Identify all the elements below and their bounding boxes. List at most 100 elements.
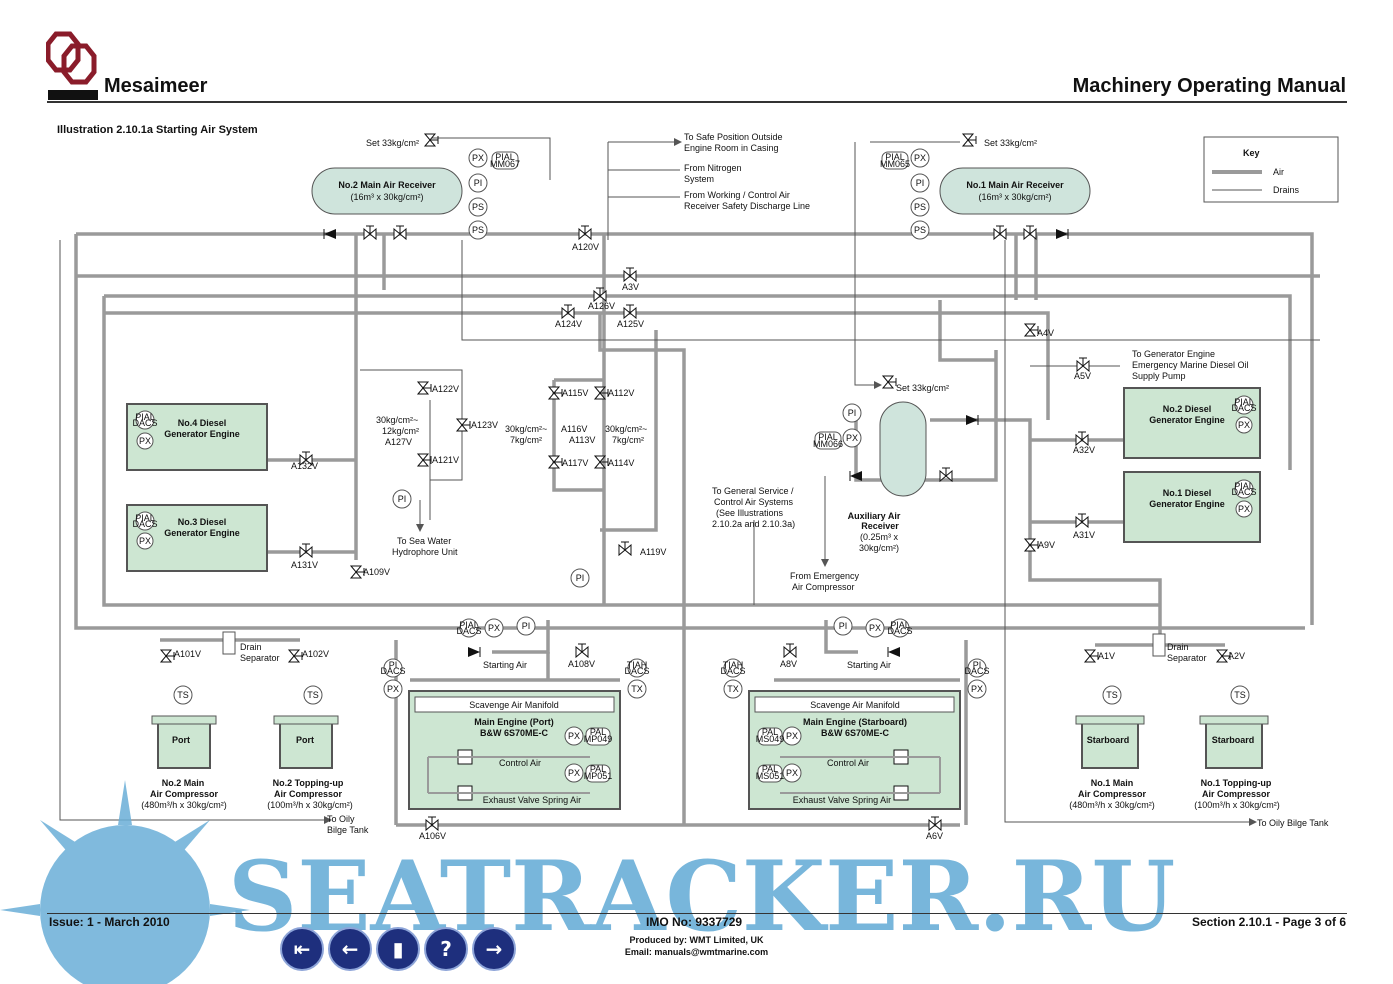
no1-receiver-set: Set 33kg/cm² bbox=[984, 138, 1037, 148]
pial-no1: PIAL bbox=[885, 152, 905, 162]
svg-text:DACS: DACS bbox=[132, 418, 157, 428]
svg-text:PIAL: PIAL bbox=[1234, 481, 1254, 491]
valve-a4v: A4V bbox=[1037, 328, 1054, 338]
ps-no1-b: PS bbox=[914, 225, 926, 235]
pial-no2: PIAL bbox=[495, 152, 515, 162]
svg-text:PAL: PAL bbox=[590, 764, 606, 774]
gen-emergency-2: Emergency Marine Diesel Oil bbox=[1132, 360, 1249, 370]
aux-receiver-set: Set 33kg/cm² bbox=[896, 383, 949, 393]
valve-a131v: A131V bbox=[291, 560, 318, 570]
svg-text:DACS: DACS bbox=[964, 666, 989, 676]
svg-text:PIAL: PIAL bbox=[135, 412, 155, 422]
stbd-scavenge-manifold: Scavenge Air Manifold bbox=[810, 700, 900, 710]
port-scavenge-manifold: Scavenge Air Manifold bbox=[469, 700, 559, 710]
valve-a5v: A5V bbox=[1074, 371, 1091, 381]
main-engine-starboard: Scavenge Air Manifold Main Engine (Starb… bbox=[720, 616, 990, 810]
svg-text:DACS: DACS bbox=[132, 519, 157, 529]
reducer-a116v: A116V bbox=[561, 424, 587, 434]
svg-text:Starboard: Starboard bbox=[1087, 735, 1130, 745]
svg-text:TIAH: TIAH bbox=[627, 660, 648, 670]
valve-a122v: A122V bbox=[432, 384, 459, 394]
svg-text:No.1 Topping-up: No.1 Topping-up bbox=[1201, 778, 1272, 788]
svg-text:PX: PX bbox=[1238, 420, 1250, 430]
no2-receiver-set: Set 33kg/cm² bbox=[366, 138, 419, 148]
px-no1: PX bbox=[914, 153, 926, 163]
back-button[interactable]: ← bbox=[328, 927, 372, 971]
help-button[interactable]: ? bbox=[424, 927, 468, 971]
svg-text:Port: Port bbox=[296, 735, 314, 745]
svg-text:DACS: DACS bbox=[1231, 403, 1256, 413]
svg-text:DACS: DACS bbox=[624, 666, 649, 676]
svg-text:PIAL: PIAL bbox=[135, 513, 155, 523]
company-name: Mesaimeer bbox=[104, 75, 208, 97]
valve-a102v: A102V bbox=[302, 649, 329, 659]
svg-text:PAL: PAL bbox=[762, 727, 778, 737]
svg-text:PI: PI bbox=[839, 621, 848, 631]
svg-text:Starboard: Starboard bbox=[1212, 735, 1255, 745]
no2-receiver-spec: (16m³ x 30kg/cm²) bbox=[350, 192, 423, 202]
oily-bilge-left-1: To Oily bbox=[327, 814, 355, 824]
reducer-midleft-2: 7kg/cm² bbox=[510, 435, 542, 445]
stbd-control-air: Control Air bbox=[827, 758, 869, 768]
svg-text:Air Compressor: Air Compressor bbox=[274, 789, 343, 799]
general-service-3: (See Illustrations bbox=[716, 508, 784, 518]
valve-a126v: A126V bbox=[588, 301, 615, 311]
px-no2: PX bbox=[472, 153, 484, 163]
legend-drains: Drains bbox=[1273, 185, 1300, 195]
pi-mid: PI bbox=[576, 573, 585, 583]
imo-number: IMO No: 9337729 bbox=[646, 915, 743, 929]
svg-text:PI: PI bbox=[389, 660, 398, 670]
valve-a117v: A117V bbox=[562, 458, 588, 468]
svg-text:Air Compressor: Air Compressor bbox=[150, 789, 219, 799]
no1-main-air-receiver: No.1 Main Air Receiver (16m³ x 30kg/cm²)… bbox=[939, 138, 1091, 215]
stbd-exhaust-valve: Exhaust Valve Spring Air bbox=[793, 795, 891, 805]
aux-receiver-name2: Receiver bbox=[861, 521, 899, 531]
svg-text:PAL: PAL bbox=[590, 727, 606, 737]
no3-diesel-generator: No.3 Diesel Generator Engine PIAL DACS P… bbox=[126, 504, 268, 572]
svg-text:DACS: DACS bbox=[887, 626, 912, 636]
svg-text:Generator Engine: Generator Engine bbox=[1149, 499, 1225, 509]
working-air-2: Receiver Safety Discharge Line bbox=[684, 201, 810, 211]
svg-text:PX: PX bbox=[971, 684, 983, 694]
svg-text:No.4 Diesel: No.4 Diesel bbox=[178, 418, 227, 428]
pial-aux: PIAL bbox=[818, 432, 838, 442]
svg-text:TS: TS bbox=[1106, 690, 1118, 700]
stbd-engine-name1: Main Engine (Starboard) bbox=[803, 717, 907, 727]
section-page: Section 2.10.1 - Page 3 of 6 bbox=[1191, 915, 1346, 929]
svg-text:DACS: DACS bbox=[456, 626, 481, 636]
svg-text:PX: PX bbox=[387, 684, 399, 694]
next-button[interactable]: → bbox=[472, 927, 516, 971]
svg-text:Generator Engine: Generator Engine bbox=[164, 528, 240, 538]
valve-a121v: A121V bbox=[432, 455, 459, 465]
mm065: MM065 bbox=[880, 159, 910, 169]
svg-text:TX: TX bbox=[631, 684, 643, 694]
receiver-instrument-labels: PX PI PS PS PIAL MM067 PX PI PS PS PIAL … bbox=[472, 152, 926, 449]
svg-text:DACS: DACS bbox=[1231, 487, 1256, 497]
svg-text:TS: TS bbox=[177, 690, 189, 700]
working-air-1: From Working / Control Air bbox=[684, 190, 790, 200]
valve-a132v: A132V bbox=[291, 461, 318, 471]
legend-title: Key bbox=[1243, 148, 1260, 158]
svg-text:Generator Engine: Generator Engine bbox=[1149, 415, 1225, 425]
valve-a115v: A115V bbox=[562, 388, 588, 398]
svg-text:MP051: MP051 bbox=[584, 771, 613, 781]
air-pipework bbox=[74, 232, 1320, 827]
svg-text:(100m³/h x 30kg/cm²): (100m³/h x 30kg/cm²) bbox=[267, 800, 353, 810]
reducer-midright-1: 30kg/cm²~ bbox=[605, 424, 647, 434]
px-aux: PX bbox=[846, 433, 858, 443]
svg-text:PIAL: PIAL bbox=[890, 620, 910, 630]
ps-no1-a: PS bbox=[914, 202, 926, 212]
first-page-button[interactable]: ⇤ bbox=[280, 927, 324, 971]
svg-text:No.3 Diesel: No.3 Diesel bbox=[178, 517, 227, 527]
bookmark-button[interactable]: ▮ bbox=[376, 927, 420, 971]
svg-text:DACS: DACS bbox=[380, 666, 405, 676]
svg-text:TX: TX bbox=[727, 684, 739, 694]
valve-a32v: A32V bbox=[1073, 445, 1095, 455]
valve-a9v: A9V bbox=[1038, 540, 1055, 550]
reducer-left-2: 12kg/cm² bbox=[382, 426, 419, 436]
general-service-4: 2.10.2a and 2.10.3a) bbox=[712, 519, 795, 529]
illustration-title: Illustration 2.10.1a Starting Air System bbox=[57, 124, 258, 136]
valve-a31v: A31V bbox=[1073, 530, 1095, 540]
svg-text:PX: PX bbox=[786, 731, 798, 741]
